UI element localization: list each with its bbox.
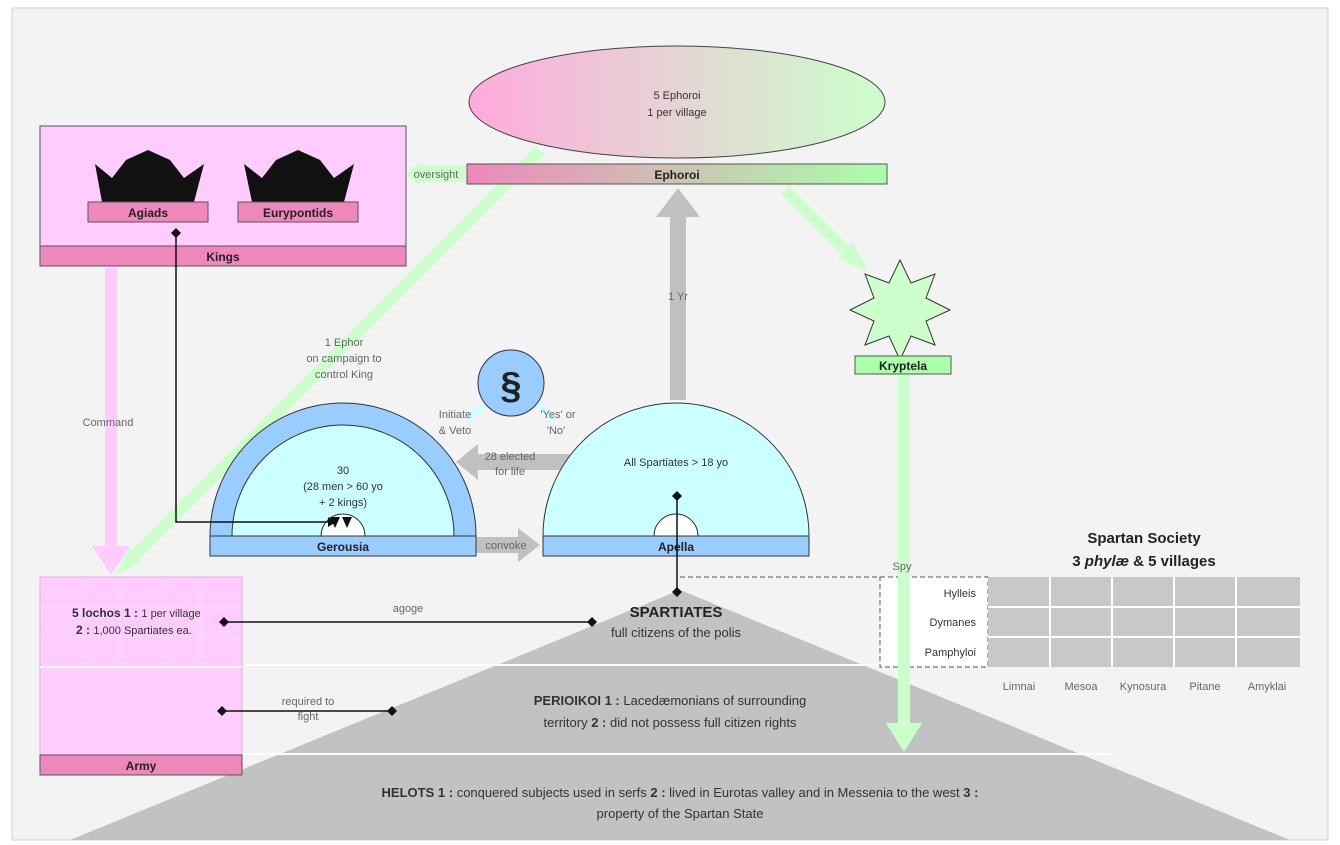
command-label: Command	[83, 417, 134, 429]
perioikoi-line-2: territory 2 : did not possess full citiz…	[544, 715, 797, 730]
initiate-arrow	[464, 402, 486, 423]
spy-label: Spy	[893, 561, 912, 573]
oversight-arrow	[406, 162, 466, 186]
phyle-label: Pamphyloi	[925, 647, 976, 659]
ephoroi-line-1: 5 Ephoroi	[653, 90, 700, 102]
required-label-2: fight	[298, 711, 319, 723]
army-bar-label: Army	[126, 759, 157, 773]
army-line-2: 2 : 1,000 Spartiates ea.	[76, 623, 192, 637]
kings-bar-label: Kings	[206, 250, 240, 264]
village-label: Limnai	[1003, 681, 1035, 693]
crown-icon	[95, 150, 204, 202]
yes-no-label-1: 'Yes' or	[541, 409, 576, 421]
phyle-label: Hylleis	[944, 588, 977, 600]
law-symbol-icon: §	[500, 365, 521, 407]
ephor-campaign-label-1: 1 Ephor	[325, 337, 364, 349]
gerousia-line-3: + 2 kings)	[319, 497, 367, 509]
house-agiads-label: Agiads	[128, 206, 168, 220]
gerousia-bar-label: Gerousia	[317, 540, 369, 554]
connector-arrowhead	[328, 517, 336, 527]
ephor-campaign-label-3: control King	[315, 369, 373, 381]
ephor-campaign-label-2: on campaign to	[306, 353, 381, 365]
apella-small-dome	[653, 513, 699, 537]
kings-bar	[39, 245, 407, 267]
helots-line-1: HELOTS 1 : conquered subjects used in se…	[382, 785, 979, 800]
kings-box	[39, 125, 407, 247]
connector-diamond	[217, 706, 227, 716]
perioikoi-line-1: PERIOIKOI 1 : Lacedæmonians of surroundi…	[534, 693, 806, 708]
ephoroi-ellipse	[468, 45, 886, 159]
village-label: Kynosura	[1120, 681, 1167, 693]
village-label: Pitane	[1189, 681, 1220, 693]
convoke-arrow	[476, 528, 540, 562]
command-arrow	[105, 268, 117, 548]
apella-bar	[542, 535, 810, 557]
convoke-label: convoke	[486, 540, 527, 552]
gerousia-line-1: 30	[337, 465, 349, 477]
ephoroi-kryptela-arrow	[780, 185, 850, 255]
village-label: Mesoa	[1064, 681, 1098, 693]
gerousia-inner-dome	[231, 424, 455, 537]
initiate-label-2: & Veto	[439, 425, 471, 437]
ephoroi-line-2: 1 per village	[647, 107, 706, 119]
spy-arrowhead	[886, 723, 922, 752]
law-symbol-circle	[477, 349, 545, 417]
society-subtitle: 3 phylæ & 5 villages	[1072, 553, 1215, 570]
ephoroi-kryptela-arrowhead	[838, 242, 868, 272]
spy-arrow	[898, 375, 910, 725]
yes-no-label-2: 'No'	[547, 425, 565, 437]
connector-diamond	[672, 587, 682, 597]
society-pyramid	[70, 590, 1290, 840]
society-title: Spartan Society	[1087, 530, 1201, 547]
ephoroi-bar	[466, 163, 888, 185]
army-line-1: 5 lochos 1 : 1 per village	[72, 606, 201, 620]
spartiates-subtitle: full citizens of the polis	[611, 625, 742, 640]
kryptela-bar	[854, 355, 952, 375]
one-year-arrowhead	[656, 188, 700, 217]
elected-label-1: 28 elected	[485, 451, 536, 463]
required-label-1: required to	[282, 696, 335, 708]
house-eurypontids	[237, 201, 359, 223]
kryptela-bar-label: Kryptela	[879, 359, 927, 373]
one-year-arrow	[670, 215, 686, 400]
army-bar	[39, 754, 243, 776]
command-arrowhead	[92, 546, 130, 575]
oversight-label: oversight	[414, 169, 459, 181]
initiate-label-1: Initiate	[439, 409, 471, 421]
gerousia-bar	[209, 535, 477, 557]
ephor-campaign-arrowhead	[114, 549, 142, 576]
connector-diamond	[219, 617, 229, 627]
society-grid	[680, 576, 1300, 668]
helots-line-2: property of the Spartan State	[597, 806, 764, 821]
gerousia-kings-seat-icon	[342, 517, 352, 528]
connector-diamond	[387, 706, 397, 716]
elected-arrow	[456, 444, 570, 480]
one-year-label: 1 Yr	[668, 291, 688, 303]
phyle-label: Dymanes	[930, 617, 977, 629]
apella-dome	[542, 402, 810, 537]
crown-icon	[244, 150, 354, 202]
connector-diamond	[672, 491, 682, 501]
gerousia-line-2: (28 men > 60 yo	[303, 481, 383, 493]
ephor-campaign-arrow	[130, 145, 545, 560]
apella-line-1: All Spartiates > 18 yo	[624, 457, 728, 469]
kings-gerousia-connector	[175, 233, 328, 523]
elected-label-2: for life	[495, 466, 525, 478]
connector-diamond	[587, 617, 597, 627]
village-label: Amyklai	[1248, 681, 1287, 693]
house-eurypontids-label: Eurypontids	[263, 206, 333, 220]
kryptela-star-icon	[848, 258, 952, 362]
apella-bar-label: Apella	[658, 540, 694, 554]
house-agiads	[87, 201, 209, 223]
yes-no-arrow	[536, 402, 558, 423]
agoge-label: agoge	[393, 603, 424, 615]
ephoroi-bar-label: Ephoroi	[654, 168, 699, 182]
army-box	[39, 576, 243, 756]
spartiates-title: SPARTIATES	[630, 604, 723, 621]
connector-diamond	[171, 228, 181, 238]
